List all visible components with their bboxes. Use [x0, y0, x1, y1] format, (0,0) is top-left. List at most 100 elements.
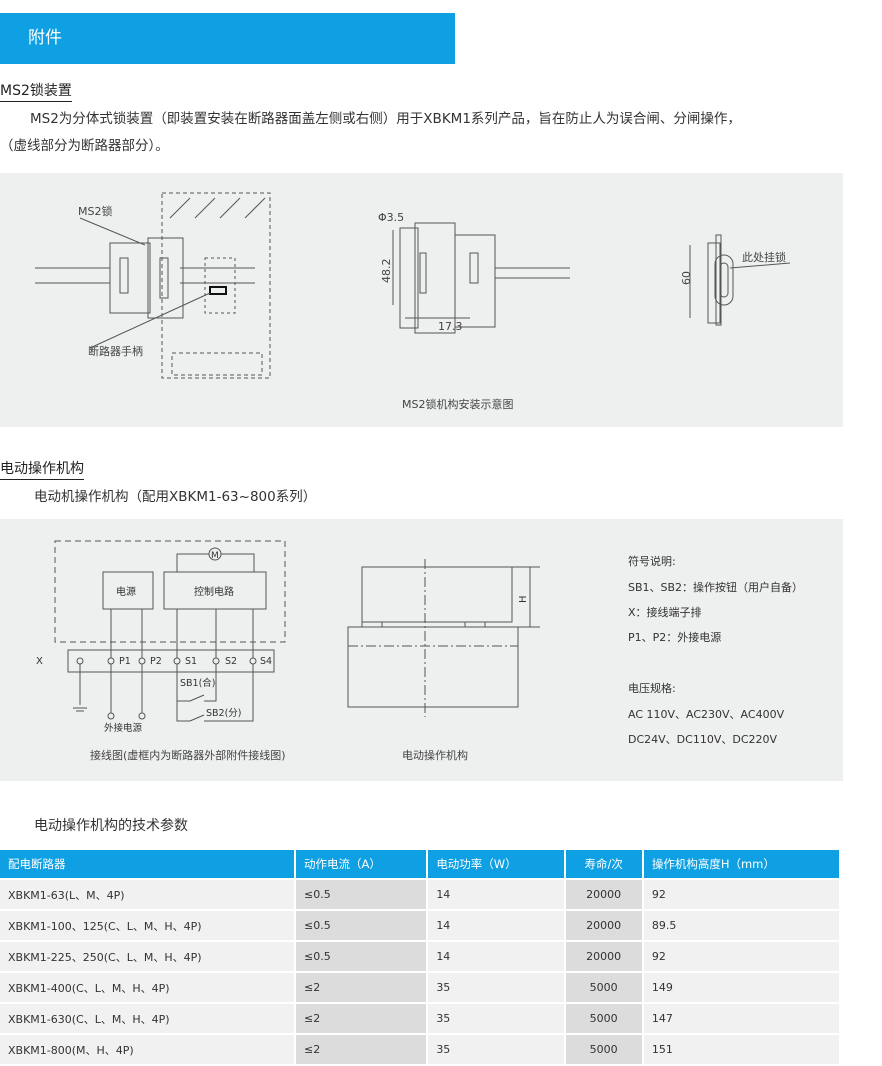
diagram-line — [138, 657, 146, 665]
ms2-desc-2: （虚线部分为断路器部分）。 — [0, 138, 169, 154]
table-cell: XBKM1-100、125(C、L、M、H、4P) — [0, 911, 294, 940]
diagram-line — [219, 197, 241, 219]
table-cell: 14 — [428, 942, 564, 971]
diagram-line — [715, 234, 722, 326]
table-cell: ≤2 — [296, 1004, 427, 1033]
diagram-label: SB1、SB2：操作按钮（用户自备） — [628, 580, 803, 594]
table-cell: XBKM1-400(C、L、M、H、4P) — [0, 973, 294, 1002]
spec-table: 配电断路器动作电流（A）电动功率（W）寿命/次操作机构高度H（mm）XBKM1-… — [0, 848, 841, 1066]
table-cell: 20000 — [565, 911, 642, 940]
diagram-label: 断路器手柄 — [88, 344, 143, 358]
table-cell: 149 — [643, 973, 839, 1002]
table-cell: XBKM1-630(C、L、M、H、4P) — [0, 1004, 294, 1033]
diagram-line — [209, 286, 227, 295]
diagram-line — [208, 547, 222, 561]
diagram-label: 接线图(虚框内为断路器外部附件接线图) — [90, 748, 286, 762]
table-cell: 5000 — [565, 1035, 642, 1064]
electric-title: 电动操作机构 — [0, 458, 84, 480]
diagram-label: MS2锁 — [78, 204, 112, 218]
diagram-line — [347, 626, 519, 708]
diagram-line — [454, 234, 496, 328]
table-cell: 151 — [643, 1035, 839, 1064]
diagram-label: 电压规格: — [628, 681, 676, 695]
table-cell: 35 — [428, 1004, 564, 1033]
diagram-line — [399, 227, 419, 329]
diagram-label: S1 — [185, 656, 197, 667]
electric-subtitle: 电动机操作机构（配用XBKM1-63~800系列） — [34, 489, 317, 505]
electric-diagram-panel: M 电源 控制电路 X P1 P2 S1 S2 S4 SB1(合) SB2(分)… — [0, 519, 843, 781]
diagram-label: 控制电路 — [194, 585, 234, 598]
diagram-line — [119, 257, 129, 294]
diagram-label: 17.3 — [438, 320, 463, 333]
diagram-line — [414, 222, 456, 334]
table-cell: XBKM1-63(L、M、4P) — [0, 880, 294, 909]
diagram-line — [469, 252, 479, 284]
table-cell: 20000 — [565, 880, 642, 909]
diagram-line — [176, 664, 190, 722]
diagram-line — [138, 712, 146, 720]
diagram-label: SB1(合) — [180, 677, 216, 689]
diagram-label: P1 — [119, 656, 131, 667]
ms2-desc-1: MS2为分体式锁装置（即装置安装在断路器面盖左侧或右侧）用于XBKM1系列产品，… — [30, 111, 741, 127]
diagram-line — [719, 262, 729, 298]
diagram-line — [67, 649, 275, 673]
diagram-line — [107, 712, 115, 720]
diagram-label: MS2锁机构安装示意图 — [402, 397, 513, 411]
table-cell: XBKM1-800(M、H、4P) — [0, 1035, 294, 1064]
diagram-line — [189, 714, 205, 722]
diagram-line — [204, 664, 254, 722]
diagram-line — [173, 657, 181, 665]
diagram-label: S4 — [260, 656, 272, 667]
diagram-line — [54, 540, 286, 643]
table-cell: 92 — [643, 942, 839, 971]
diagram-label: M — [211, 551, 219, 561]
diagram-line — [107, 657, 115, 665]
diagram-line — [464, 621, 486, 628]
column-header: 寿命/次 — [565, 850, 642, 878]
column-header: 动作电流（A） — [296, 850, 427, 878]
diagram-line — [361, 621, 383, 628]
diagram-line: 符号说明: SB1、SB2：操作按钮（用户自备） X：接线端子排 P1、P2：外… — [628, 554, 803, 746]
table-cell: 92 — [643, 880, 839, 909]
diagram-label: H — [518, 595, 529, 603]
table-cell: 147 — [643, 1004, 839, 1033]
ms2-diagram: MS2锁 断路器手柄 Φ3.5 48.2 17.3 60 此处挂锁 MS2锁机构… — [35, 192, 791, 411]
table-cell: 20000 — [565, 942, 642, 971]
table-title: 电动操作机构的技术参数 — [34, 818, 188, 834]
diagram-label: 外接电源 — [104, 722, 143, 734]
table-cell: 35 — [428, 1035, 564, 1064]
diagram-label: 电源 — [116, 585, 136, 598]
diagram-label: 此处挂锁 — [742, 250, 786, 264]
diagram-line — [249, 657, 257, 665]
table-cell: ≤2 — [296, 1035, 427, 1064]
diagram-label: AC 110V、AC230V、AC400V — [628, 708, 785, 721]
diagram-line — [204, 664, 217, 702]
diagram-line — [109, 242, 151, 314]
diagram-label: S2 — [225, 656, 237, 667]
diagram-line — [147, 237, 184, 319]
diagram-line — [707, 242, 721, 324]
diagram-label: X：接线端子排 — [628, 605, 702, 619]
diagram-line — [419, 252, 427, 294]
diagram-line — [244, 197, 266, 219]
diagram-label: 48.2 — [380, 259, 393, 284]
diagram-line — [361, 566, 513, 623]
section-banner: 附件 — [0, 13, 455, 64]
diagram-label: 60 — [680, 271, 693, 285]
diagram-line — [729, 262, 791, 269]
diagram-line — [714, 254, 734, 306]
wiring-diagram: M 电源 控制电路 X P1 P2 S1 S2 S4 SB1(合) SB2(分)… — [36, 540, 803, 762]
diagram-line — [169, 197, 191, 219]
diagram-line — [73, 609, 257, 722]
diagram-line — [171, 352, 263, 376]
diagram-line — [89, 292, 211, 349]
table-cell: XBKM1-225、250(C、L、M、H、4P) — [0, 942, 294, 971]
table-cell: ≤2 — [296, 973, 427, 1002]
table-cell: 89.5 — [643, 911, 839, 940]
table-cell: 14 — [428, 911, 564, 940]
